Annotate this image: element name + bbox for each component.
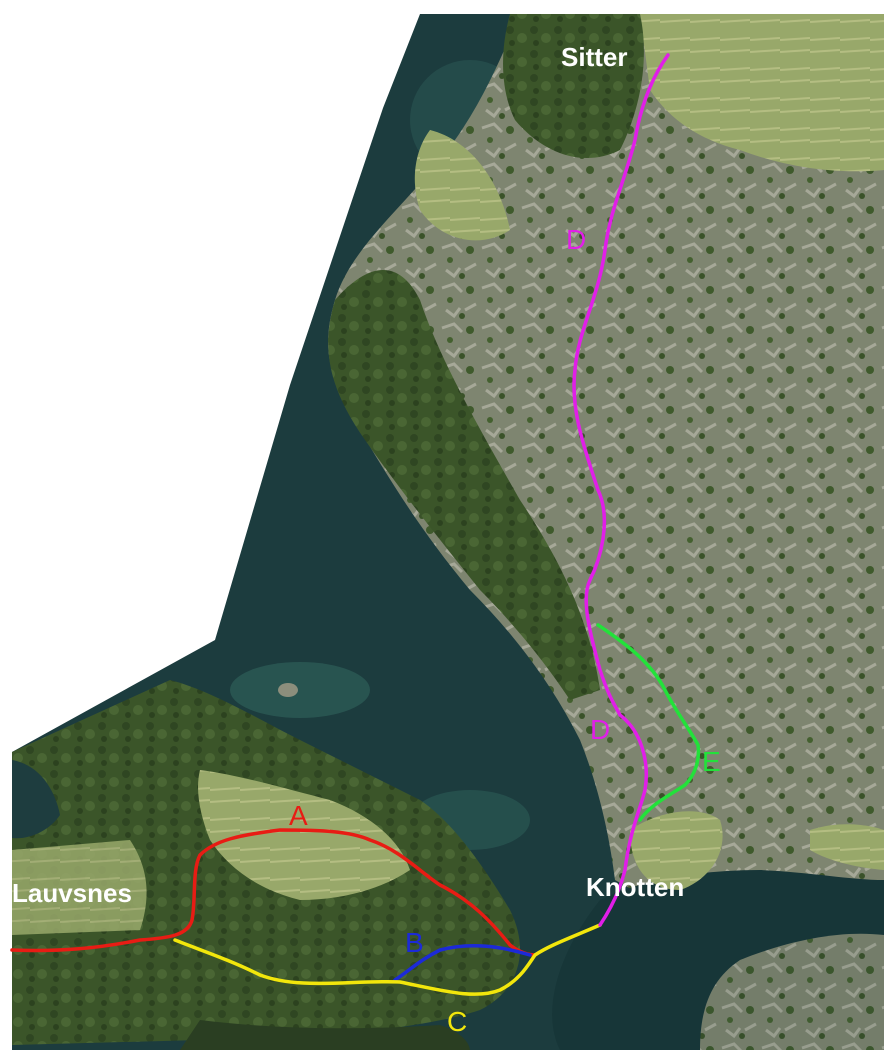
route-label-c: C	[447, 1006, 467, 1037]
route-a-line	[10, 828, 537, 957]
route-label-a: A	[289, 800, 308, 831]
land-east-fields	[810, 824, 884, 870]
place-label-knotten: Knotten	[586, 872, 684, 902]
place-label-sitter: Sitter	[561, 42, 627, 72]
route-label-e: E	[702, 746, 721, 777]
place-label-lauvsnes: Lauvsnes	[12, 878, 132, 908]
land-southeast-shore	[700, 933, 884, 1050]
island	[278, 683, 298, 697]
land-fields-north	[640, 14, 884, 172]
route-d-line	[572, 53, 670, 927]
land-fields-west	[12, 840, 147, 935]
land-north-west	[414, 130, 510, 241]
land-knotten-fields	[630, 811, 723, 890]
land-north-shore	[503, 14, 644, 159]
land-forest-slope	[328, 270, 600, 700]
route-label-b: B	[405, 927, 424, 958]
route-c-line	[173, 923, 602, 996]
route-b-line	[393, 943, 532, 982]
water-shallows	[230, 662, 370, 718]
land-fields-lauvsnes	[198, 770, 410, 900]
water-west-inlet	[12, 760, 60, 839]
route-e-line	[596, 623, 701, 822]
route-label-d-south: D	[590, 714, 610, 745]
route-label-d-north: D	[566, 224, 586, 255]
land-south-shadow	[180, 1020, 470, 1050]
